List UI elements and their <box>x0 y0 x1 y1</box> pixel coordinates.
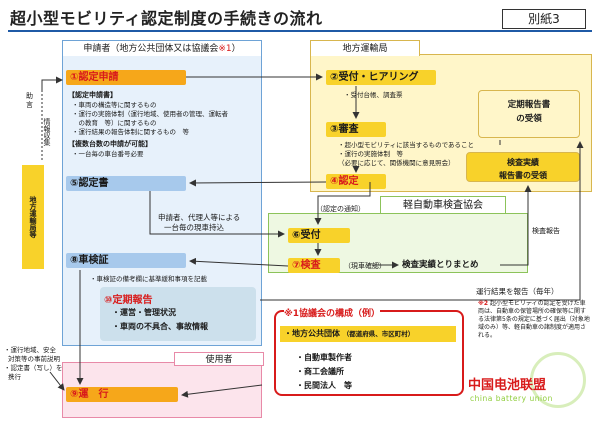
step-5-certificate: ⑤認定書 <box>66 176 186 191</box>
application-content-4: ・運行結果の報告体制に関するもの 等 <box>72 128 189 136</box>
council-local-gov-note: （都道府県、市区町村） <box>342 330 415 338</box>
bureau-header: 地方運輸局 <box>310 40 420 56</box>
step-9-label: ⑨運 行 <box>70 389 109 400</box>
applicant-header-main: 申請者（地方公共団体又は協議会 <box>83 44 219 54</box>
applicant-note-2: 一台毎の現車持込 <box>164 223 224 232</box>
step-3-note-2: ・運行の実施体制 等 <box>338 150 403 158</box>
step-8-inspection-cert: ⑧車検証 <box>66 253 186 268</box>
periodic-report-panel <box>100 287 256 341</box>
periodic-report-received-line-2: の受領 <box>516 114 542 124</box>
step-7-label: ⑦検査 <box>292 260 321 271</box>
arrow-annual-report <box>260 141 584 301</box>
council-member-1: ・自動車製作者 <box>296 353 352 362</box>
applicant-note-1: 申請者、代理人等による <box>158 213 241 222</box>
step-10-item-1: ・運営・管理状況 <box>112 308 176 317</box>
periodic-report-received: 定期報告書 の受領 <box>478 90 580 138</box>
bottom-left-note-3: ・認定書（写し）を <box>4 364 63 372</box>
application-content-2: ・運行の実施体制（運行地域、使用者の管理、運転者 <box>72 110 228 118</box>
arrow-notes-to-run <box>49 371 65 391</box>
multi-title: 【複数台数の申請が可能】 <box>68 140 152 148</box>
annex-label: 別紙3 <box>502 9 586 29</box>
periodic-report-received-line-1: 定期報告書 <box>507 100 551 110</box>
inspection-report-received-line-1: 検査実績 <box>507 158 539 167</box>
bottom-left-note-2: 対策等の事前説明 <box>8 355 60 363</box>
bureau-side-label: 地方運輸局等 <box>22 165 44 269</box>
step-1-label: ①認定申請 <box>70 72 119 83</box>
multi-note: ・一台毎の車台番号必要 <box>72 150 144 158</box>
step-3-note-1: ・超小型モビリティに該当するものであること <box>338 141 475 149</box>
council-member-2: ・商工会議所 <box>296 367 344 376</box>
step-2-reception: ②受付・ヒアリング <box>326 70 436 85</box>
arrow-notice <box>314 182 371 225</box>
council-box <box>274 310 464 396</box>
info-collect-label: 情報収集 <box>43 118 51 146</box>
footnote: ※2 超小型モビリティの認定を受けた車両は、自動車の保管場所の確保等に関する法律… <box>478 300 590 340</box>
user-header: 使用者 <box>174 352 264 366</box>
watermark-cn: 中国电池联盟 <box>468 378 547 393</box>
application-content-1: ・車両の構造等に関するもの <box>72 101 157 109</box>
arrow-advice-to-panel <box>41 76 63 90</box>
title-rule <box>8 30 592 32</box>
council-title: ※1協議会の構成（例） <box>284 306 381 319</box>
step-2-note: ・受付台帳、調査票 <box>344 91 403 99</box>
arrow-user-to-run <box>181 384 263 398</box>
step-4-certification: ④認定 <box>326 174 386 189</box>
applicant-header-mark: ※1 <box>218 44 232 54</box>
inspection-report-received: 検査実績 報告書の受領 <box>466 152 580 182</box>
step-9-operation: ⑨運 行 <box>66 387 178 402</box>
footnote-mark: ※2 <box>478 300 489 307</box>
watermark-logo-icon <box>530 352 586 408</box>
step-10-item-2: ・車両の不具合、事故情報 <box>112 322 208 331</box>
step-10-periodic-report: ⑩定期報告 <box>104 295 153 306</box>
bottom-left-note-1: ・運行地域、安全 <box>4 346 56 354</box>
bottom-left-note-4: 携行 <box>8 373 21 381</box>
council-member-3: ・民間法人 等 <box>296 381 352 390</box>
step-7-inspection: ⑦検査 <box>288 258 340 273</box>
arrow-4-to-5 <box>189 179 327 187</box>
application-contents-title: 【認定申請書】 <box>68 91 117 99</box>
kei-inspection-header: 軽自動車検査協会 <box>380 196 506 214</box>
application-content-3: の教育 等）に関するもの <box>72 119 157 127</box>
step-1-application: ①認定申請 <box>66 70 186 85</box>
arrow-summary-to-report <box>500 185 532 266</box>
notice-label: （認定の通知） <box>316 205 365 213</box>
step-8-note: ・車検証の備考欄に基準緩和事項を記載 <box>90 275 207 283</box>
step-3-note-3: （必要に応じて、関係機関に意見照会） <box>338 159 455 167</box>
arrow-5-to-6 <box>149 191 285 238</box>
watermark-en: china battery union <box>470 394 553 403</box>
council-local-gov-label: ・地方公共団体 <box>284 329 340 338</box>
run-report-label: 運行結果を報告（毎年） <box>476 287 559 296</box>
inspection-summary: 検査実績とりまとめ <box>402 260 479 270</box>
applicant-header-end: ） <box>231 44 241 54</box>
step-4-label: ④認定 <box>330 176 359 187</box>
arrow-7-to-8 <box>189 257 289 267</box>
inspection-report-label: 検査報告 <box>532 227 560 235</box>
page-title: 超小型モビリティ認定制度の手続きの流れ <box>10 9 323 28</box>
step-7-note: （現車確認） <box>344 262 386 270</box>
footnote-text: 超小型モビリティの認定を受けた車両は、自動車の保管場所の確保等に関する法律第5条… <box>478 300 590 339</box>
step-3-review: ③審査 <box>326 122 386 137</box>
applicant-header: 申請者（地方公共団体又は協議会※1） <box>62 40 262 56</box>
step-6-reception: ⑥受付 <box>288 228 350 243</box>
council-local-gov: ・地方公共団体 （都道府県、市区町村） <box>280 326 456 342</box>
advice-label: 助 言 <box>26 92 33 109</box>
inspection-report-received-line-2: 報告書の受領 <box>499 171 547 180</box>
